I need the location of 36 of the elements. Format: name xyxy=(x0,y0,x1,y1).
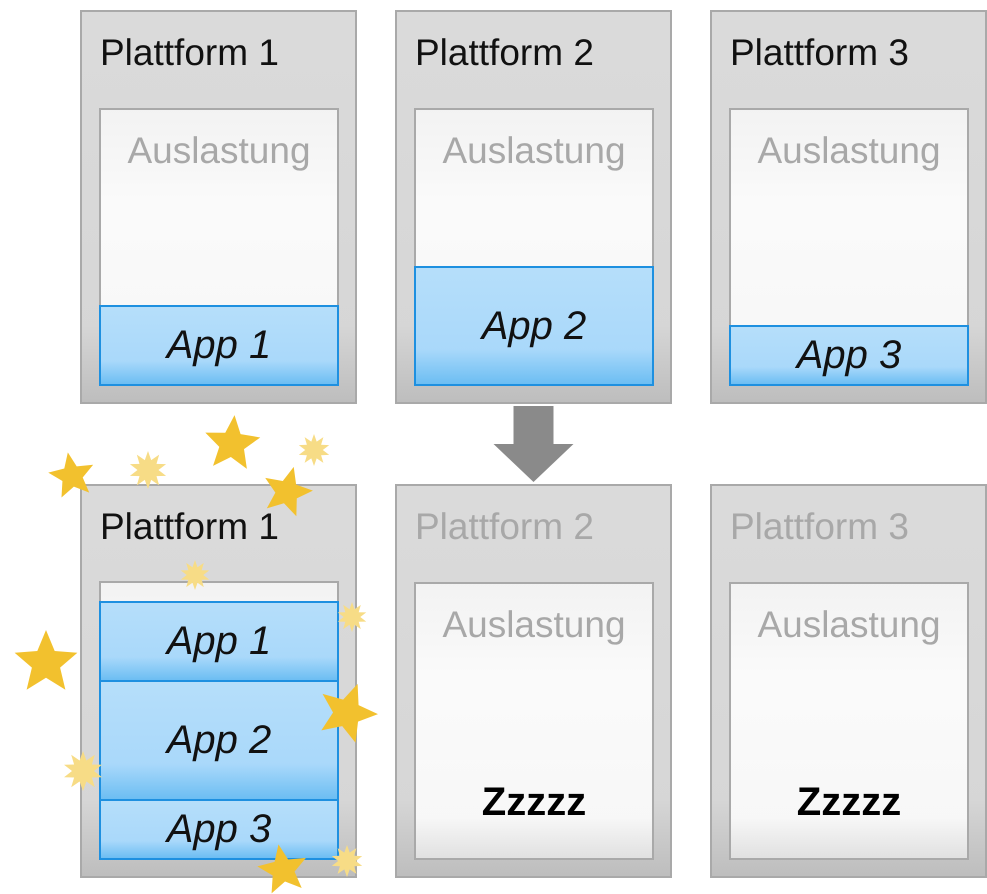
app-block xyxy=(99,799,339,860)
platform-title: Plattform 3 xyxy=(730,32,909,74)
load-label: Auslastung xyxy=(441,130,627,172)
load-box xyxy=(414,582,654,860)
platform-title: Plattform 1 xyxy=(100,506,279,548)
load-box xyxy=(414,108,654,386)
platform-panel xyxy=(710,484,987,878)
platform-panel xyxy=(80,10,357,404)
load-box xyxy=(99,581,339,860)
load-label: Auslastung xyxy=(756,604,942,646)
load-label: Auslastung xyxy=(756,130,942,172)
platform-panel xyxy=(710,10,987,404)
load-box xyxy=(729,108,969,386)
app-block xyxy=(99,680,339,801)
platform-panel xyxy=(395,484,672,878)
app-block xyxy=(414,266,654,386)
sleep-text: Zzzzz xyxy=(796,780,902,825)
app-block xyxy=(99,305,339,386)
app-label: App 1 xyxy=(166,619,272,664)
app-label: App 3 xyxy=(796,333,902,378)
app-label: App 2 xyxy=(482,304,586,348)
platform-panel xyxy=(80,484,357,878)
platform-title: Plattform 2 xyxy=(415,32,594,74)
load-box xyxy=(729,582,969,860)
app-label: App 2 xyxy=(166,718,272,763)
sleep-text: Zzzzz xyxy=(480,780,588,825)
app-label: App 1 xyxy=(166,323,272,368)
app-label: App 3 xyxy=(166,807,272,852)
app-block xyxy=(99,601,339,682)
load-label: Auslastung xyxy=(126,130,312,172)
app-block xyxy=(729,325,969,386)
platform-title: Plattform 1 xyxy=(100,32,279,74)
load-box xyxy=(99,108,339,386)
arrow xyxy=(494,406,574,482)
platform-panel xyxy=(395,10,672,404)
load-label: Auslastung xyxy=(441,604,627,646)
